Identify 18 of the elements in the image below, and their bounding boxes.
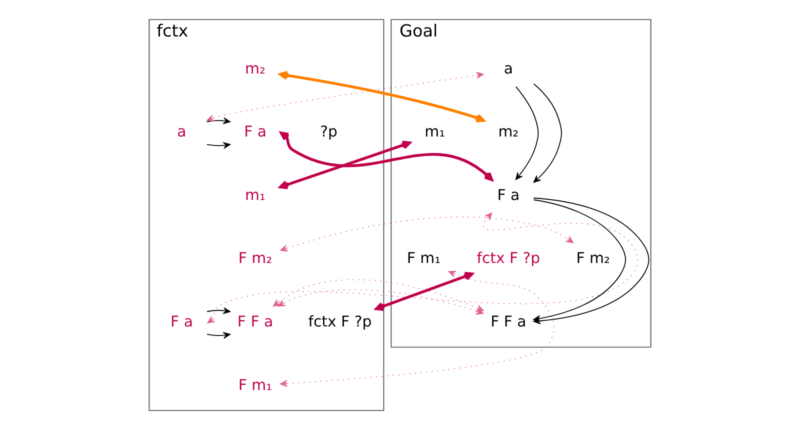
node-text: a (176, 122, 186, 141)
node-text: F m₁ (406, 249, 440, 268)
node-text: F a (170, 312, 192, 330)
node-text: F a (496, 186, 520, 204)
node-text: m₂ (244, 59, 265, 78)
node-text: F m₂ (238, 249, 272, 268)
node-text: F F a (490, 312, 526, 330)
node-text: fctx F ?p (308, 312, 372, 330)
node-text: F m₂ (576, 249, 610, 268)
node-text: a (503, 59, 512, 78)
node-text: F a (244, 122, 266, 141)
node-text: fctx F ?p (476, 249, 540, 268)
node-text: F m₁ (238, 376, 272, 394)
node-text: F F a (236, 312, 273, 330)
node-text: m₁ (424, 122, 445, 141)
node-text: m₂ (498, 122, 518, 141)
node-text: m₁ (244, 186, 265, 204)
node-text: ?p (320, 122, 337, 141)
